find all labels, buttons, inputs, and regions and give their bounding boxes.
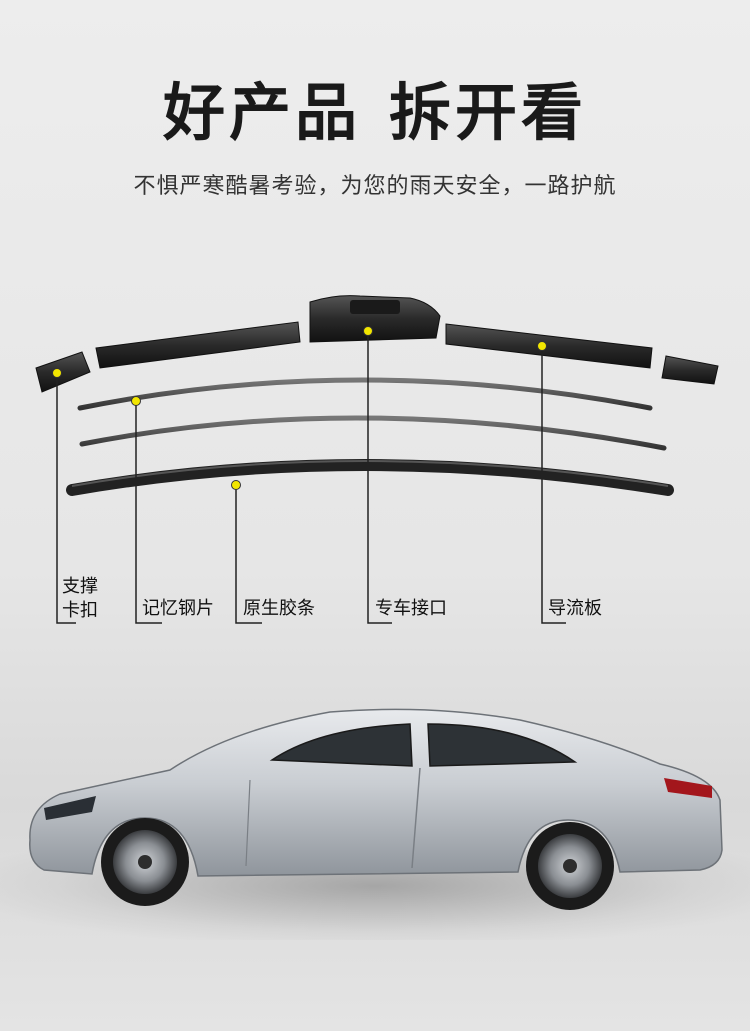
page-subtitle: 不惧严寒酷暑考验，为您的雨天安全，一路护航 (133, 174, 617, 199)
callout-spoiler: 导流板 (548, 598, 602, 619)
callout-spring-steel: 记忆钢片 (142, 598, 214, 619)
yellow-dot-icon (52, 368, 62, 378)
callout-connector: 专车接口 (375, 598, 447, 619)
title-part2: 拆开看 (389, 76, 588, 149)
wiper-exploded-diagram (35, 295, 719, 624)
callout-support-clip: 支撑 卡扣 (62, 575, 98, 623)
left-spoiler-segment (95, 321, 301, 369)
callout-lines (56, 331, 566, 624)
title-part1: 好产品 (162, 76, 361, 149)
spring-steel-strip-bottom (79, 415, 667, 451)
spring-steel-strip-top (77, 377, 653, 411)
part-markers (52, 326, 547, 490)
yellow-dot-icon (537, 341, 547, 351)
callout-support-clip-line2: 卡扣 (62, 600, 98, 621)
left-support-clip (35, 351, 91, 393)
yellow-dot-icon (231, 480, 241, 490)
callout-support-clip-line1: 支撑 (62, 576, 98, 597)
right-spoiler-segment (445, 323, 653, 369)
car-illustration (29, 708, 723, 910)
right-support-clip (661, 355, 719, 385)
rubber-strip (66, 459, 674, 496)
center-connector (309, 295, 441, 343)
page-title: 好产品拆开看 (0, 62, 750, 152)
yellow-dot-icon (131, 396, 141, 406)
callout-rubber-strip: 原生胶条 (243, 598, 315, 619)
yellow-dot-icon (363, 326, 373, 336)
